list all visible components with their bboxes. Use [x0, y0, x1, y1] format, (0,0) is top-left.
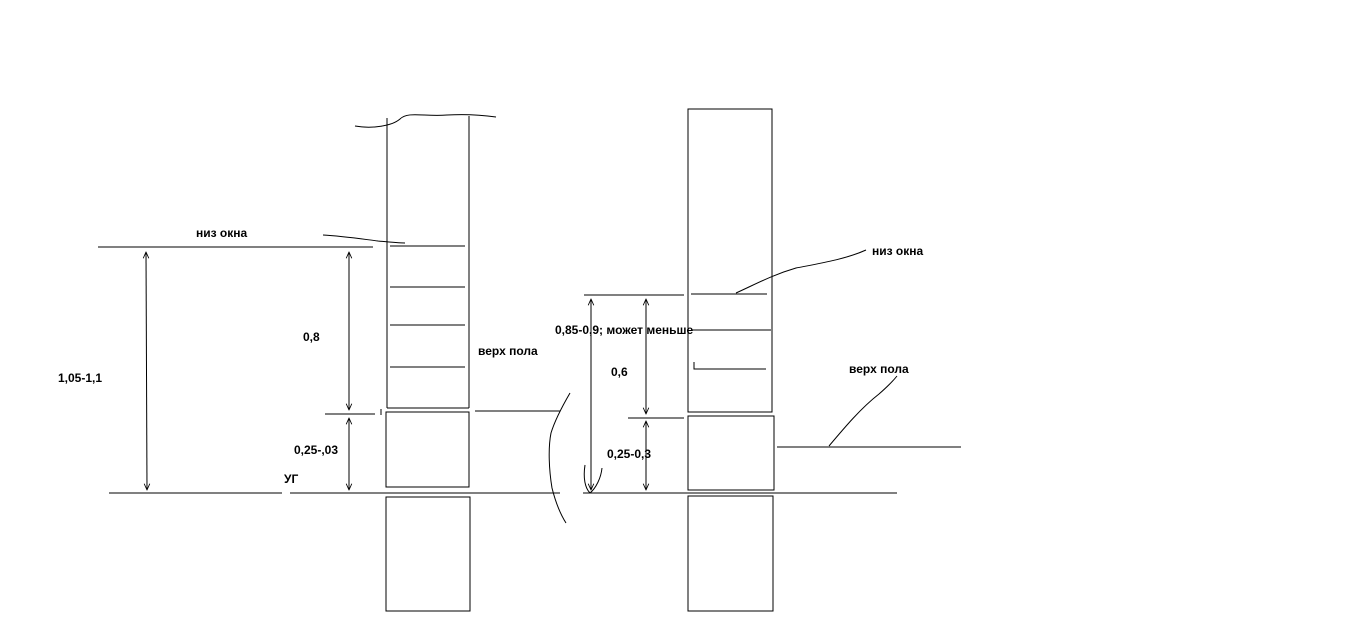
left-ground-level-label: УГ [284, 472, 298, 486]
right-plinth-block [687, 415, 775, 491]
left-floor-break-line [548, 392, 571, 524]
right-window-bottom-label: низ окна [872, 244, 924, 258]
right-foundation-block [687, 495, 774, 612]
right-wall-section: низ окна 0,85-0,9; может меньше 0,6 0,25… [555, 108, 961, 612]
left-total-height-label: 1,05-1,1 [58, 371, 102, 385]
right-total-height-label: 0,85-0,9; может меньше [555, 323, 694, 337]
right-floor-top-label: верх пола [849, 362, 909, 376]
left-total-dimension-arrow [146, 252, 147, 490]
left-foundation-block [385, 496, 471, 612]
left-window-bottom-label: низ окна [196, 226, 248, 240]
left-wall-break-line [354, 114, 497, 128]
right-sill-height-label: 0,6 [611, 365, 628, 379]
left-floor-build-up-label: 0,25-,03 [294, 443, 338, 457]
left-window-bottom-leader [322, 234, 406, 244]
left-wall-section: низ окна УГ 1,05-1,1 0,8 0,25-,03 верх п… [58, 114, 571, 612]
left-plinth-block [385, 411, 470, 488]
right-brick-row [693, 362, 766, 370]
right-total-dimension-scribble [583, 464, 603, 494]
right-window-bottom-leader [735, 249, 867, 294]
left-sill-height-label: 0,8 [303, 330, 320, 344]
right-wall-block [687, 108, 773, 413]
left-floor-top-label: верх пола [478, 344, 538, 358]
right-floor-top-leader [828, 375, 898, 447]
right-floor-build-up-label: 0,25-0,3 [607, 447, 651, 461]
